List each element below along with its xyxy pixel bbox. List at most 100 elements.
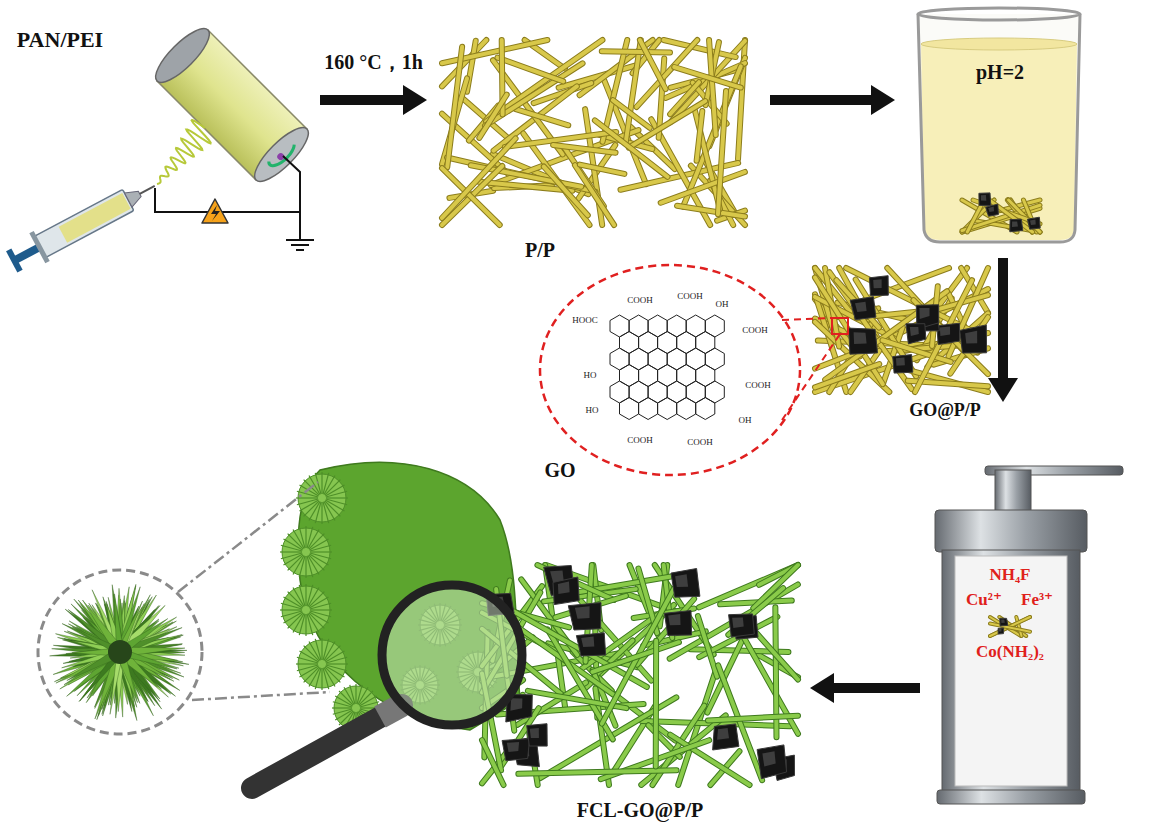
- fiber: [447, 47, 462, 168]
- fiber: [442, 138, 516, 217]
- process-arrow: [320, 85, 427, 115]
- spike: [281, 553, 302, 559]
- group-label: HO: [584, 370, 597, 380]
- carbon-ring: [696, 398, 715, 420]
- spike: [281, 611, 302, 617]
- go-flake: [896, 357, 905, 365]
- stage-label: P/P: [525, 239, 555, 262]
- fiber-mat: [482, 565, 798, 785]
- fiber: [815, 364, 879, 387]
- go-flake: [937, 323, 960, 344]
- go-flake: [1001, 620, 1005, 624]
- spike: [309, 555, 325, 571]
- go-flake: [850, 297, 876, 320]
- fiber: [677, 206, 745, 217]
- go-flake: [664, 611, 691, 636]
- go-flake: [729, 614, 755, 637]
- electrospinning-setup: PAN/PEI: [5, 20, 305, 260]
- fiber: [718, 91, 726, 214]
- spike: [297, 499, 318, 505]
- go-flake: [855, 302, 867, 312]
- go-flake: [981, 195, 986, 201]
- spike: [280, 609, 302, 610]
- spike: [309, 613, 325, 629]
- fiber: [516, 109, 569, 125]
- spike: [310, 609, 332, 610]
- spike: [332, 707, 352, 708]
- fiber-mat: [442, 40, 745, 225]
- spike: [305, 584, 306, 606]
- fiber-mat: GO@P/P: [810, 255, 995, 425]
- fiber: [518, 770, 676, 774]
- spike: [115, 594, 123, 644]
- fiber: [753, 565, 798, 608]
- spike: [326, 657, 347, 663]
- group-label: HO: [586, 405, 599, 415]
- fiber: [654, 641, 658, 767]
- fiber: [661, 172, 745, 203]
- spike: [323, 668, 329, 689]
- process-arrow: [770, 85, 895, 115]
- spike: [309, 592, 325, 608]
- fiber: [580, 165, 625, 174]
- group-label: COOH: [745, 380, 771, 390]
- fiber: [602, 51, 670, 52]
- fiber: [664, 40, 736, 57]
- go-flake: [575, 606, 590, 618]
- jet-spiral: [157, 120, 211, 184]
- fiber: [479, 95, 506, 138]
- spike: [326, 497, 348, 498]
- fiber: [990, 617, 1030, 636]
- fiber: [544, 167, 588, 216]
- go-flake: [553, 577, 579, 605]
- urchin-sphere: [50, 584, 189, 720]
- group-label: COOH: [677, 291, 703, 301]
- go-flake: [910, 327, 919, 336]
- go-flake: [869, 276, 888, 296]
- fiber: [709, 40, 716, 135]
- spike: [310, 603, 331, 609]
- fiber: [718, 665, 762, 780]
- fiber-mat: [815, 268, 988, 392]
- spike: [288, 555, 304, 571]
- fiber: [553, 145, 615, 153]
- go-flake: [568, 603, 601, 630]
- fiber: [709, 40, 716, 135]
- spike: [321, 472, 322, 494]
- spike: [339, 691, 353, 705]
- spike: [325, 501, 341, 517]
- stage-label: NH₄F: [990, 565, 1031, 585]
- spike: [307, 556, 313, 577]
- fiber: [677, 206, 745, 217]
- fiber: [674, 67, 741, 88]
- spike: [110, 660, 121, 715]
- carbon-ring: [620, 398, 639, 420]
- go-flake: [854, 332, 867, 344]
- go-flake: [510, 698, 522, 710]
- fiber: [613, 100, 650, 128]
- fiber: [497, 58, 563, 82]
- spike: [310, 551, 332, 552]
- fiber: [815, 364, 879, 387]
- spike: [296, 663, 318, 664]
- spike: [315, 473, 321, 494]
- go-flake: [732, 617, 744, 628]
- fiber: [990, 623, 1030, 631]
- carbon-ring: [658, 398, 677, 420]
- go-flake: [713, 724, 739, 750]
- group-label: OH: [739, 415, 752, 425]
- go-flake: [893, 355, 913, 374]
- fiber: [674, 67, 741, 88]
- go-flake: [757, 745, 787, 779]
- fiber: [708, 716, 798, 721]
- fiber: [990, 623, 1030, 631]
- fiber: [653, 641, 659, 767]
- fiber: [629, 101, 705, 148]
- carbon-ring: [677, 398, 696, 420]
- zoom-marker: [832, 318, 848, 334]
- go-flake: [906, 324, 926, 344]
- beaker: [918, 8, 1080, 242]
- spike: [288, 613, 304, 629]
- go-flake: [965, 331, 977, 344]
